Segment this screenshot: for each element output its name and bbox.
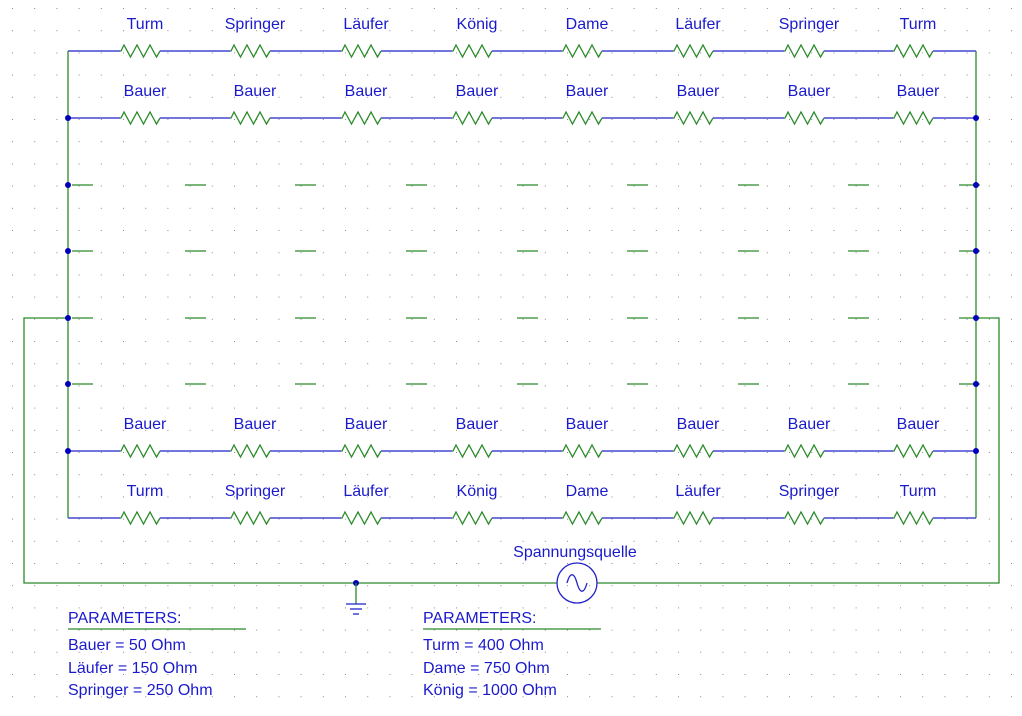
parameters-block-right: PARAMETERS: Turm = 400 Ohm Dame = 750 Oh…	[423, 610, 601, 699]
right-feed-wire	[597, 317, 1000, 584]
junction-node	[973, 182, 979, 188]
component-label: Läufer	[343, 16, 389, 33]
junction-node	[65, 115, 71, 121]
junction-node	[65, 381, 71, 387]
ground-icon	[346, 583, 366, 615]
parameter-line: Bauer = 50 Ohm	[68, 637, 186, 654]
resistor-icon	[120, 510, 161, 526]
component-label: Dame	[566, 16, 609, 33]
component-label: Springer	[779, 16, 840, 33]
resistor-icon	[452, 510, 493, 526]
component-label: Bauer	[124, 83, 167, 100]
resistor-icon	[784, 110, 825, 126]
junction-node	[65, 182, 71, 188]
component-label: Dame	[566, 483, 609, 500]
component-label: Bauer	[566, 416, 609, 433]
parameter-line: Läufer = 150 Ohm	[68, 660, 197, 677]
source-label: Spannungsquelle	[513, 544, 637, 561]
parameters-title: PARAMETERS:	[68, 610, 182, 627]
wires	[23, 50, 1000, 584]
component-label: Turm	[900, 483, 937, 500]
resistor-icon	[562, 443, 603, 459]
resistor-icon	[893, 510, 934, 526]
component-label: Bauer	[124, 416, 167, 433]
junction-node	[973, 381, 979, 387]
resistor-icon	[120, 43, 161, 59]
resistor-icon	[452, 443, 493, 459]
component-label: Bauer	[456, 416, 499, 433]
resistor-icon	[893, 110, 934, 126]
left-feed-wire	[23, 317, 557, 584]
parameter-line: König = 1000 Ohm	[423, 682, 557, 699]
component-label: Springer	[225, 483, 286, 500]
junction-nodes	[65, 115, 979, 586]
resistor-icon	[562, 110, 603, 126]
component-label: Bauer	[234, 416, 277, 433]
junction-node	[973, 248, 979, 254]
parameter-line: Springer = 250 Ohm	[68, 682, 213, 699]
parameter-line: Dame = 750 Ohm	[423, 660, 550, 677]
resistor-icon	[230, 510, 271, 526]
resistor-icon	[784, 510, 825, 526]
component-label: Turm	[127, 483, 164, 500]
resistor-icon	[341, 43, 382, 59]
junction-node	[65, 248, 71, 254]
component-label: Bauer	[345, 83, 388, 100]
resistor-icon	[673, 443, 714, 459]
junction-node	[973, 315, 979, 321]
component-label: Bauer	[234, 83, 277, 100]
resistor-icon	[452, 43, 493, 59]
component-label: Bauer	[677, 83, 720, 100]
resistors	[120, 43, 934, 526]
resistor-icon	[673, 43, 714, 59]
resistor-icon	[120, 110, 161, 126]
resistor-icon	[341, 110, 382, 126]
component-label: Bauer	[345, 416, 388, 433]
resistor-icon	[230, 43, 271, 59]
resistor-icon	[673, 510, 714, 526]
component-label: Bauer	[677, 416, 720, 433]
junction-node	[973, 448, 979, 454]
junction-node	[65, 448, 71, 454]
resistor-icon	[893, 443, 934, 459]
resistor-icon	[341, 443, 382, 459]
component-label: Turm	[127, 16, 164, 33]
ac-source-icon	[556, 562, 598, 604]
component-label: Bauer	[456, 83, 499, 100]
junction-node	[65, 315, 71, 321]
resistor-icon	[341, 510, 382, 526]
component-label: Turm	[900, 16, 937, 33]
component-label: König	[457, 16, 498, 33]
parameters-title: PARAMETERS:	[423, 610, 537, 627]
component-label: Bauer	[897, 416, 940, 433]
resistor-icon	[230, 443, 271, 459]
resistor-icon	[784, 43, 825, 59]
resistor-icon	[120, 443, 161, 459]
resistor-icon	[452, 110, 493, 126]
resistor-icon	[562, 43, 603, 59]
grid-dots	[12, 8, 1012, 698]
component-label: Bauer	[566, 83, 609, 100]
component-label: Läufer	[675, 483, 721, 500]
component-label: Springer	[225, 16, 286, 33]
component-label: Bauer	[788, 83, 831, 100]
parameters-block-left: PARAMETERS: Bauer = 50 Ohm Läufer = 150 …	[68, 610, 246, 699]
component-label: Bauer	[788, 416, 831, 433]
junction-node	[973, 115, 979, 121]
component-label: König	[457, 483, 498, 500]
resistor-icon	[784, 443, 825, 459]
resistor-icon	[673, 110, 714, 126]
component-label: Springer	[779, 483, 840, 500]
resistor-icon	[893, 43, 934, 59]
resistor-icon	[230, 110, 271, 126]
resistor-icon	[562, 510, 603, 526]
parameter-line: Turm = 400 Ohm	[423, 637, 544, 654]
component-label: Läufer	[343, 483, 389, 500]
component-label: Bauer	[897, 83, 940, 100]
component-label: Läufer	[675, 16, 721, 33]
